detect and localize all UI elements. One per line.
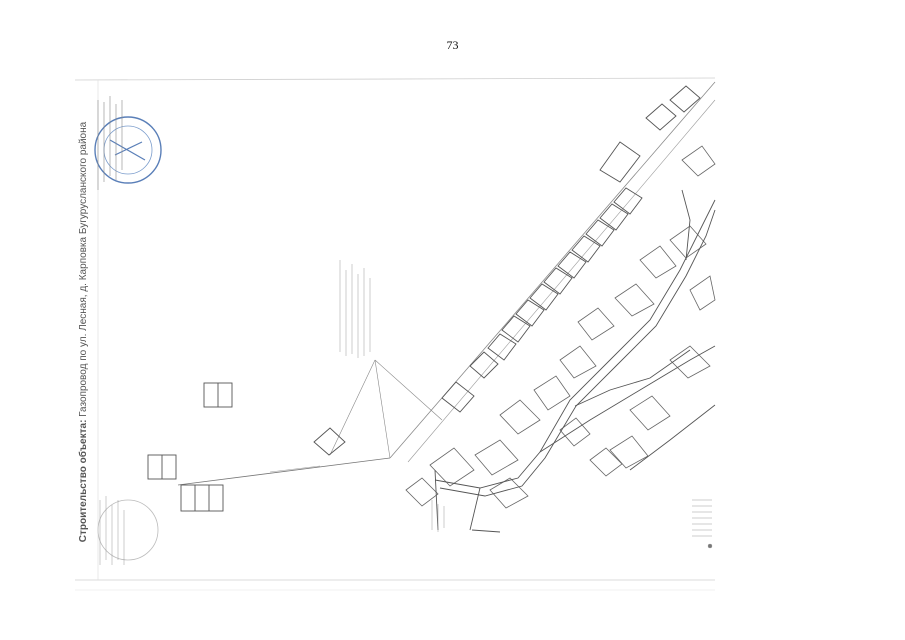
approval-block-bottom — [99, 496, 125, 565]
pipeline-west — [177, 457, 391, 486]
legend-block — [692, 499, 713, 549]
round-seal-bottom — [97, 499, 159, 561]
leader-line-3 — [374, 359, 443, 421]
leader-line-1 — [329, 359, 376, 456]
approval-block-top — [97, 96, 123, 190]
frame-top-line — [74, 77, 716, 81]
small-callouts — [431, 500, 445, 532]
road-edge-lower — [407, 99, 716, 463]
note-block — [339, 260, 371, 358]
buildings-south — [405, 145, 716, 509]
pipeline-network — [434, 189, 716, 533]
map-sheet — [70, 60, 720, 600]
leader-line-2 — [374, 359, 391, 459]
gas-pipeline-map — [74, 77, 716, 591]
buildings-row-north — [441, 85, 701, 413]
round-seal-top — [94, 116, 162, 184]
road-edge-upper — [389, 81, 716, 459]
buildings-west — [147, 382, 346, 512]
page-number: 73 — [446, 38, 459, 52]
pipeline-label-tick — [269, 465, 321, 473]
